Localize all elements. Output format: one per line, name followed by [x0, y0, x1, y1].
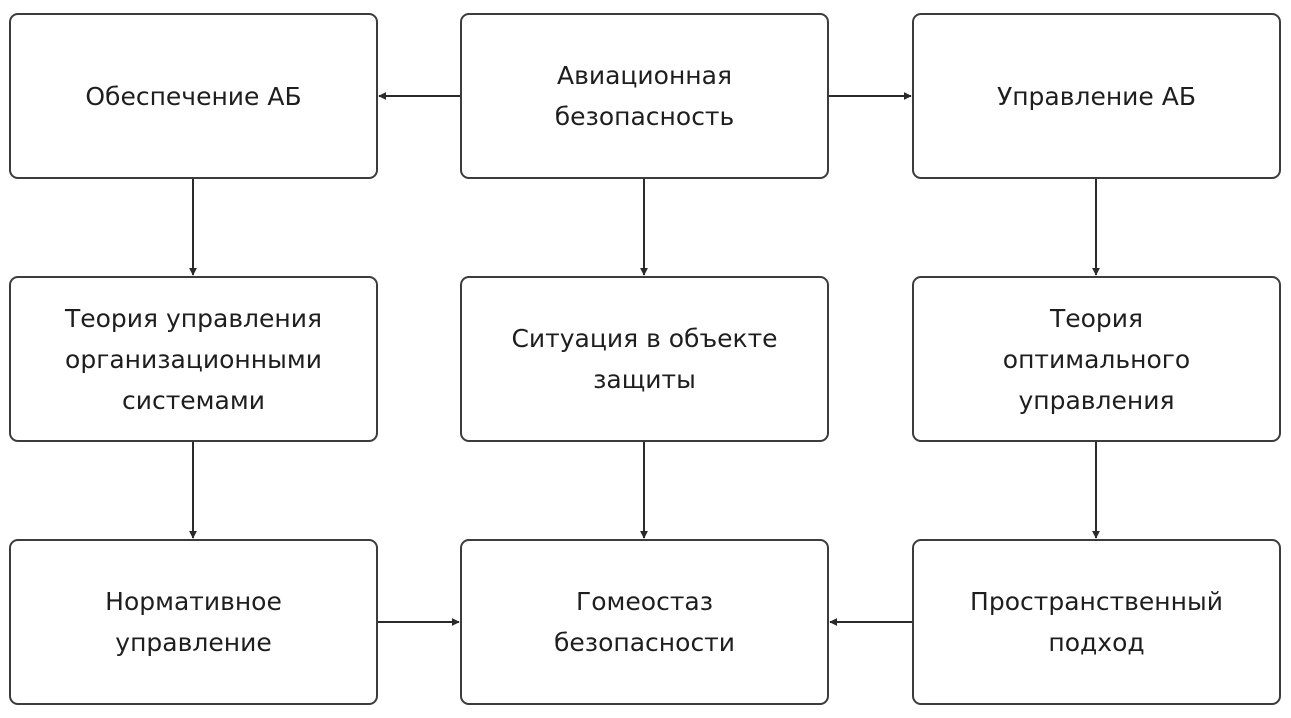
node-optimal-control-theory: Теория оптимального управления	[912, 276, 1281, 442]
node-label: Авиационная безопасность	[554, 61, 735, 131]
node-label: Управление АБ	[996, 81, 1197, 111]
node-label: Гомеостаз безопасности	[554, 587, 735, 657]
node-managing-as: Управление АБ	[912, 13, 1281, 179]
node-safety-homeostasis: Гомеостаз безопасности	[460, 539, 829, 705]
node-normative-management: Нормативное управление	[9, 539, 378, 705]
node-label: Теория оптимального управления	[1002, 303, 1191, 415]
node-label: Теория управления организационными систе…	[64, 303, 323, 415]
node-org-systems-theory: Теория управления организационными систе…	[9, 276, 378, 442]
node-aviation-safety: Авиационная безопасность	[460, 13, 829, 179]
node-label: Нормативное управление	[105, 587, 282, 657]
node-spatial-approach: Пространственный подход	[912, 539, 1281, 705]
node-label: Пространственный подход	[970, 587, 1223, 657]
node-label: Ситуация в объекте защиты	[511, 324, 778, 394]
node-label: Обеспечение АБ	[85, 81, 302, 111]
node-object-situation: Ситуация в объекте защиты	[460, 276, 829, 442]
node-ensuring-as: Обеспечение АБ	[9, 13, 378, 179]
